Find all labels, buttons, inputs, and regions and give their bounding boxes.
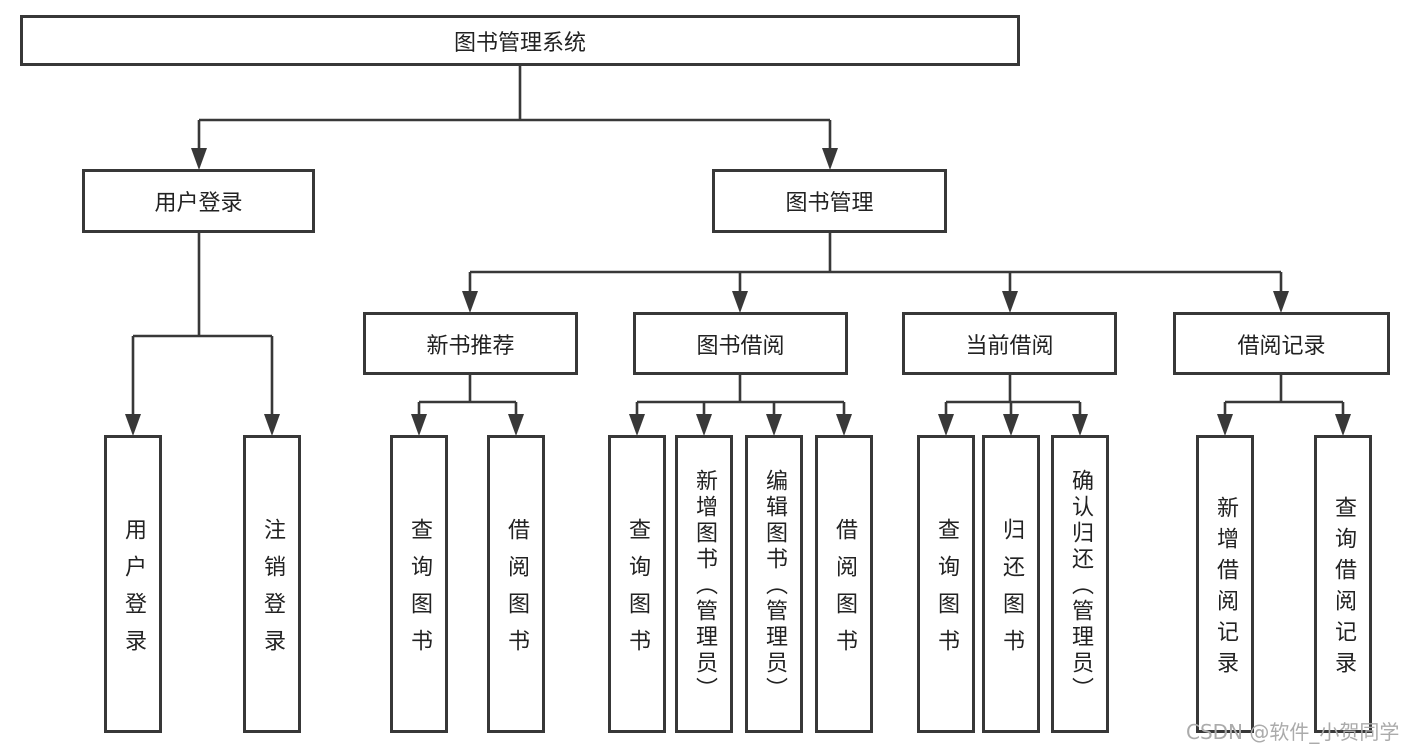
arrow-icon [1217,414,1233,436]
arrow-icon [411,414,427,436]
arrow-icon [508,414,524,436]
arrow-icon [629,414,645,436]
arrow-icon [1002,291,1018,313]
node-current-borrowing: 当前借阅 [902,312,1117,375]
arrow-icon [836,414,852,436]
arrow-icon [1072,414,1088,436]
leaf-query-books-recommend: 查询图书 [390,435,448,733]
node-label: 新增图书（管理员） [692,469,717,703]
arrow-icon [1273,291,1289,313]
leaf-user-login: 用户登录 [104,435,162,733]
node-book-management: 图书管理 [712,169,947,233]
arrow-icon [822,148,838,170]
node-label: 图书借阅 [696,333,785,359]
arrow-icon [462,291,478,313]
arrow-icon [696,414,712,436]
node-label: 编辑图书（管理员） [762,469,787,703]
node-label: 查询图书 [625,517,650,666]
node-new-book-recommend: 新书推荐 [363,312,578,375]
node-label: 借阅图书 [504,517,529,666]
arrow-icon [264,414,280,436]
node-label: 查询图书 [934,517,959,666]
node-root-system: 图书管理系统 [20,15,1020,66]
node-label: 当前借阅 [965,333,1054,359]
arrow-icon [938,414,954,436]
leaf-add-books-admin: 新增图书（管理员） [675,435,733,733]
node-user-login: 用户登录 [82,169,315,233]
leaf-return-books: 归还图书 [982,435,1040,733]
arrow-icon [125,414,141,436]
leaf-query-books-current: 查询图书 [917,435,975,733]
csdn-watermark: CSDN @软件_小贺同学 [1186,720,1400,744]
node-label: 查询图书 [407,517,432,666]
node-borrowing-records: 借阅记录 [1173,312,1390,375]
arrow-icon [1335,414,1351,436]
node-label: 用户登录 [121,517,146,666]
arrow-icon [191,148,207,170]
arrow-icon [1003,414,1019,436]
node-label: 图书管理 [785,191,874,216]
arrowheads [125,148,1351,436]
node-label: 查询借阅记录 [1331,495,1356,682]
node-label: 归还图书 [999,517,1024,666]
node-label: 借阅记录 [1237,333,1326,359]
node-label: 图书管理系统 [453,30,586,56]
arrow-icon [732,291,748,313]
leaf-logout: 注销登录 [243,435,301,733]
node-label: 借阅图书 [832,517,857,666]
arrow-icon [766,414,782,436]
node-label: 新书推荐 [426,333,515,359]
leaf-query-books-borrowing: 查询图书 [608,435,666,733]
node-label: 用户登录 [154,191,243,216]
leaf-edit-books-admin: 编辑图书（管理员） [745,435,803,733]
leaf-confirm-return-admin: 确认归还（管理员） [1051,435,1109,733]
node-label: 确认归还（管理员） [1068,469,1093,703]
node-label: 注销登录 [260,517,285,666]
node-label: 新增借阅记录 [1213,495,1238,682]
leaf-add-borrow-record: 新增借阅记录 [1196,435,1254,733]
leaf-query-borrow-record: 查询借阅记录 [1314,435,1372,733]
leaf-borrow-books-borrowing: 借阅图书 [815,435,873,733]
tree-edges [131,66,1345,414]
leaf-borrow-books-recommend: 借阅图书 [487,435,545,733]
node-book-borrowing: 图书借阅 [633,312,848,375]
